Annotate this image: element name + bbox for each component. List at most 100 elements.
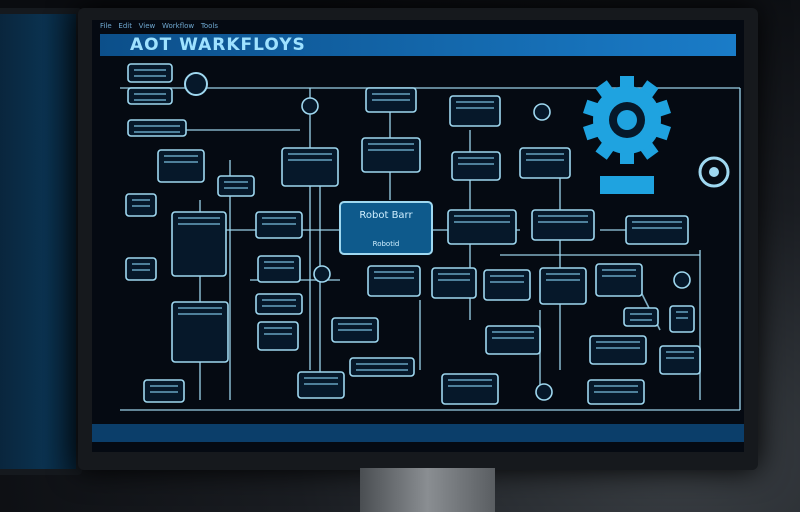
- workflow-node: [157, 149, 205, 183]
- node-text-line: [264, 267, 294, 269]
- node-text-line: [602, 275, 636, 277]
- node-text-line: [368, 143, 414, 145]
- workflow-node: [217, 175, 255, 197]
- node-text-line: [134, 75, 166, 77]
- node-text-line: [448, 379, 492, 381]
- workflow-circle-node: [533, 103, 551, 121]
- node-text-line: [338, 329, 372, 331]
- workflow-node: [281, 147, 339, 187]
- node-text-line: [456, 101, 494, 103]
- node-text-line: [602, 269, 636, 271]
- gear-center: [617, 110, 637, 130]
- node-text-line: [264, 327, 292, 329]
- center-node-label: Robot Barr: [359, 210, 413, 221]
- workflow-node: [367, 265, 421, 297]
- node-text-line: [372, 93, 410, 95]
- node-text-line: [134, 131, 180, 133]
- node-text-line: [448, 385, 492, 387]
- node-text-line: [178, 307, 222, 309]
- workflow-node: [431, 267, 477, 299]
- taskbar: [92, 424, 744, 442]
- node-text-line: [630, 319, 652, 321]
- workflow-node: [595, 263, 643, 297]
- node-text-line: [594, 385, 638, 387]
- node-text-line: [288, 153, 332, 155]
- workflow-node: [127, 87, 173, 105]
- node-text-line: [546, 279, 580, 281]
- node-text-line: [288, 159, 332, 161]
- node-text-line: [374, 277, 414, 279]
- node-text-line: [676, 311, 688, 313]
- app-title: AOT WARKFLOYS: [130, 35, 306, 55]
- node-text-line: [224, 187, 248, 189]
- menu-item[interactable]: Edit: [118, 22, 132, 30]
- node-text-line: [546, 273, 580, 275]
- node-text-line: [458, 163, 494, 165]
- node-text-line: [356, 363, 408, 365]
- menu-item[interactable]: Workflow: [161, 22, 195, 30]
- node-text-line: [454, 221, 510, 223]
- menu-item[interactable]: File: [100, 22, 112, 30]
- menu-item[interactable]: View: [138, 22, 156, 30]
- node-text-line: [132, 269, 150, 271]
- node-text-line: [150, 391, 178, 393]
- workflow-node: [171, 211, 227, 277]
- node-text-line: [490, 281, 524, 283]
- node-text-line: [338, 323, 372, 325]
- monitor-stand: [360, 468, 495, 512]
- node-text-line: [262, 223, 296, 225]
- node-text-line: [454, 215, 510, 217]
- workflow-node: [451, 151, 501, 181]
- workflow-circle-node: [301, 97, 319, 115]
- node-text-line: [224, 181, 248, 183]
- node-text-line: [596, 347, 640, 349]
- node-text-line: [632, 227, 682, 229]
- node-text-line: [526, 159, 564, 161]
- node-text-line: [262, 217, 296, 219]
- node-text-line: [262, 305, 296, 307]
- node-text-line: [134, 125, 180, 127]
- node-text-line: [134, 99, 166, 101]
- node-text-line: [132, 205, 150, 207]
- node-text-line: [538, 215, 588, 217]
- node-text-line: [178, 313, 222, 315]
- workflow-node: [485, 325, 541, 355]
- node-text-line: [132, 199, 150, 201]
- workflow-node: [127, 63, 173, 83]
- node-text-line: [538, 221, 588, 223]
- monitor-screen: File Edit View Workflow Tools AOT WARKFL…: [92, 20, 744, 452]
- target-center: [709, 167, 719, 177]
- node-text-line: [456, 107, 494, 109]
- node-text-line: [490, 275, 524, 277]
- node-text-line: [630, 313, 652, 315]
- workflow-circle-node: [313, 265, 331, 283]
- node-text-line: [596, 341, 640, 343]
- node-text-line: [676, 317, 688, 319]
- workflow-node: [659, 345, 701, 375]
- workflow-node: [447, 209, 517, 245]
- workflow-node: [531, 209, 595, 241]
- workflow-node: [441, 373, 499, 405]
- node-text-line: [372, 99, 410, 101]
- node-text-line: [264, 333, 292, 335]
- node-text-line: [368, 149, 414, 151]
- node-text-line: [438, 273, 470, 275]
- workflow-node: [257, 321, 299, 351]
- menu-bar: File Edit View Workflow Tools: [100, 22, 218, 30]
- node-text-line: [304, 383, 338, 385]
- center-node: [339, 201, 433, 255]
- workflow-node: [625, 215, 689, 245]
- node-text-line: [594, 391, 638, 393]
- menu-item[interactable]: Tools: [200, 22, 219, 30]
- left-monitor: [0, 8, 82, 475]
- workflow-circle-node: [535, 383, 553, 401]
- gear-base: [600, 176, 654, 194]
- node-text-line: [132, 263, 150, 265]
- node-text-line: [492, 337, 534, 339]
- workflow-node: [127, 119, 187, 137]
- workflow-node: [255, 293, 303, 315]
- target-icon: [698, 156, 730, 188]
- node-text-line: [178, 217, 220, 219]
